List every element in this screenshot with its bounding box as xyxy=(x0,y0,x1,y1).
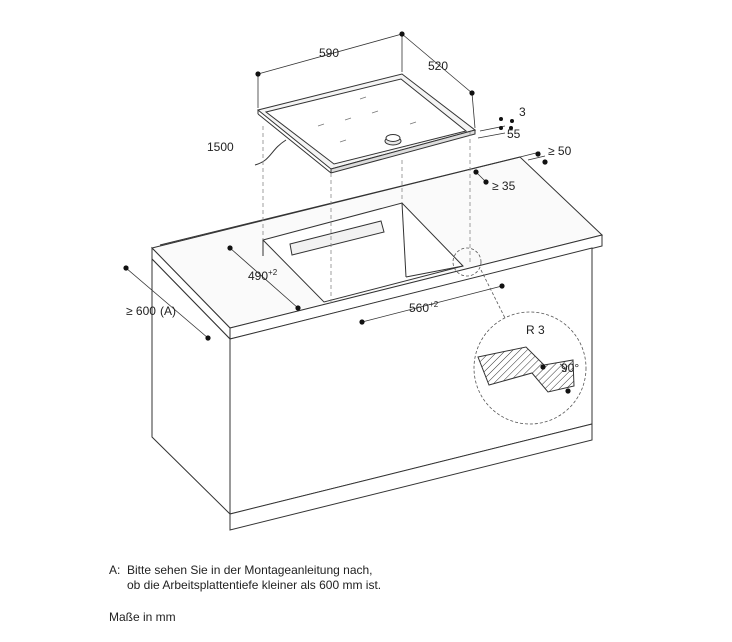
units-note: Maße in mm xyxy=(109,610,176,624)
cabinet xyxy=(151,156,604,531)
dim-cutout-depth: 490+2 xyxy=(248,268,278,283)
cutout-inner-back xyxy=(289,220,385,256)
edge-detail-callout xyxy=(452,247,587,425)
dim-hob-width: 590 xyxy=(319,46,339,60)
dimension-dots xyxy=(123,31,548,341)
dim-worktop-note-ref: (A) xyxy=(160,304,176,318)
dim-cutout-width-tolerance: +2 xyxy=(429,300,439,309)
dim-cable-length: 1500 xyxy=(207,140,234,154)
dim-corner-radius: R 3 xyxy=(526,323,545,337)
dim-edge-angle: 90° xyxy=(561,361,579,375)
dim-cutout-width: 560+2 xyxy=(409,300,439,315)
hob-zone-markings xyxy=(317,96,417,143)
hob-frame-edge xyxy=(330,129,476,174)
footnote-key: A: xyxy=(109,563,121,577)
dim-install-depth: 55 xyxy=(507,127,521,141)
dim-frame-height: 3 xyxy=(519,105,526,119)
projection-lines xyxy=(262,126,471,305)
worktop-profile-section xyxy=(477,346,575,393)
footnote-line-2: ob die Arbeitsplattentiefe kleiner als 6… xyxy=(127,578,382,592)
dim-rear-clearance: ≥ 50 xyxy=(548,144,572,158)
power-cable xyxy=(254,139,287,166)
dim-hob-depth: 520 xyxy=(428,59,448,73)
footnote-a: A: Bitte sehen Sie in der Montageanleitun… xyxy=(109,563,381,593)
dim-worktop-depth-value: ≥ 600 xyxy=(126,304,156,318)
dim-worktop-depth: ≥ 600 (A) xyxy=(126,304,176,318)
detail-marker-circle xyxy=(452,247,482,277)
dim-side-clearance: ≥ 35 xyxy=(492,179,516,193)
hob-glass xyxy=(264,78,468,165)
dim-cutout-width-value: 560 xyxy=(409,301,429,315)
dim-cutout-depth-value: 490 xyxy=(248,269,268,283)
cabinet-plinth xyxy=(229,423,593,531)
worktop-cutout xyxy=(262,202,464,303)
hob xyxy=(256,73,477,174)
dimension-lines xyxy=(125,33,546,339)
footnote-line-1: Bitte sehen Sie in der Montageanleitung … xyxy=(127,563,373,577)
dim-cutout-depth-tolerance: +2 xyxy=(268,268,278,277)
